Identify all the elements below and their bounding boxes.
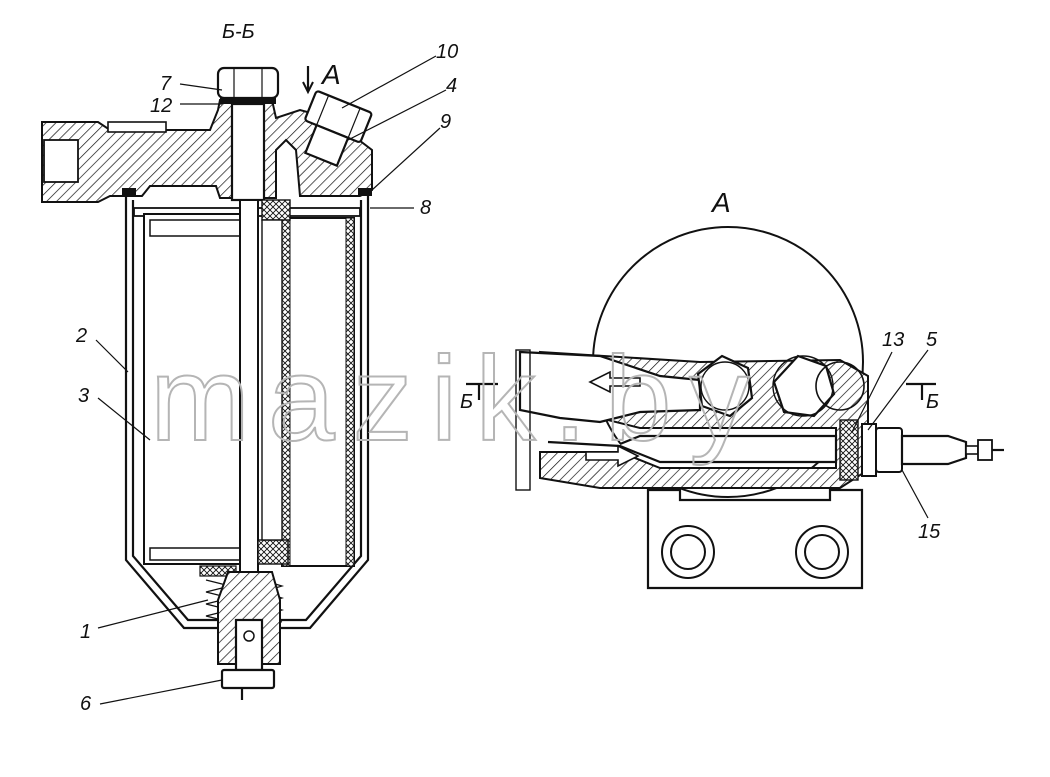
- filter-element-3: [143, 213, 253, 565]
- seal-bottom: [257, 539, 289, 565]
- callout-10: 10: [436, 41, 458, 63]
- callout-4: 4: [446, 75, 457, 97]
- callout-7: 7: [160, 73, 172, 95]
- callout-15: 15: [918, 521, 941, 543]
- seal-top: [261, 199, 291, 221]
- seal-13: [839, 419, 859, 481]
- flow-arrow-left: [588, 370, 641, 394]
- callout-6: 6: [80, 693, 92, 715]
- watermark: mazik.by: [150, 332, 767, 466]
- nut-5: [861, 423, 877, 477]
- filter-mesh: [281, 217, 355, 567]
- drain-plug-10: [303, 90, 373, 168]
- washer-12: [220, 98, 276, 104]
- hex-plug-left: [696, 354, 754, 418]
- section-title: Б-Б: [222, 21, 255, 43]
- section-mark-left: Б: [460, 391, 473, 413]
- section-view-filter: [41, 66, 373, 700]
- view-a-title: A: [710, 187, 731, 218]
- callout-5: 5: [926, 329, 938, 351]
- callout-12: 12: [150, 95, 172, 117]
- callout-1: 1: [80, 621, 91, 643]
- callout-8: 8: [420, 197, 431, 219]
- filter-head: [41, 99, 373, 203]
- view-a: [515, 226, 1004, 590]
- inlet-channel: [43, 139, 79, 183]
- section-marks: [466, 382, 936, 400]
- view-direction-arrow: [302, 66, 314, 95]
- callout-2: 2: [75, 325, 87, 347]
- heater-15: [875, 427, 903, 473]
- section-mark-right: Б: [926, 391, 939, 413]
- callout-13: 13: [882, 329, 904, 351]
- gasket-9: [358, 188, 372, 196]
- flow-arrow-right: [585, 444, 640, 468]
- leader-lines: [95, 55, 929, 705]
- drain-valve-6: [217, 571, 281, 700]
- head-boss: [107, 121, 167, 133]
- callout-3: 3: [78, 385, 89, 407]
- callout-9: 9: [440, 111, 451, 133]
- arrow-a-label: A: [320, 59, 341, 90]
- gasket-left: [122, 188, 136, 196]
